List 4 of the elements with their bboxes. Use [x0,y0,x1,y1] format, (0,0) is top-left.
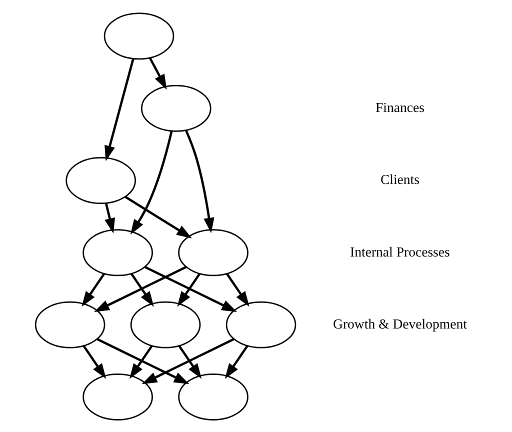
label: Internal Processes [350,244,450,259]
label: Finances [374,100,424,115]
label: Clients [380,172,420,187]
label: Growth & Development [332,316,466,331]
